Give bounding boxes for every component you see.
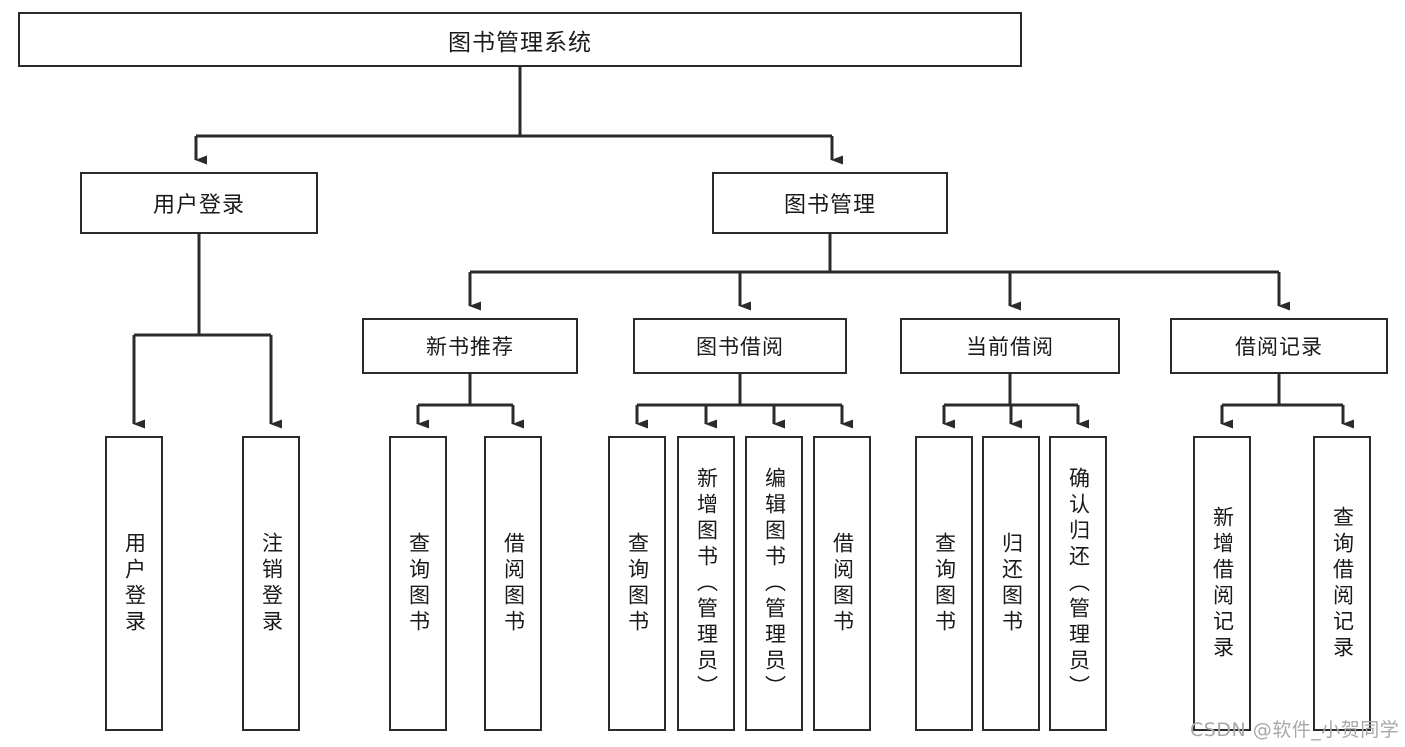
leaf-label: 查询图书 bbox=[406, 531, 431, 636]
node-book-borrow[interactable]: 图书借阅 bbox=[633, 318, 847, 374]
leaf-user-login-logout[interactable]: 注销登录 bbox=[242, 436, 300, 731]
leaf-label: 查询图书 bbox=[932, 531, 957, 636]
leaf-book-borrow-edit[interactable]: 编辑图书（管理员） bbox=[745, 436, 803, 731]
leaf-label: 借阅图书 bbox=[830, 531, 855, 636]
leaf-borrow-record-add[interactable]: 新增借阅记录 bbox=[1193, 436, 1251, 731]
leaf-label: 编辑图书（管理员） bbox=[762, 466, 787, 701]
leaf-label: 查询借阅记录 bbox=[1330, 505, 1355, 662]
leaf-new-book-query[interactable]: 查询图书 bbox=[389, 436, 447, 731]
node-new-book-recommend-label: 新书推荐 bbox=[426, 335, 514, 359]
node-new-book-recommend[interactable]: 新书推荐 bbox=[362, 318, 578, 374]
leaf-current-borrow-return[interactable]: 归还图书 bbox=[982, 436, 1040, 731]
leaf-current-borrow-confirm-return[interactable]: 确认归还（管理员） bbox=[1049, 436, 1107, 731]
leaf-book-borrow-borrow[interactable]: 借阅图书 bbox=[813, 436, 871, 731]
leaf-new-book-borrow[interactable]: 借阅图书 bbox=[484, 436, 542, 731]
node-root-label: 图书管理系统 bbox=[448, 29, 592, 56]
leaf-label: 确认归还（管理员） bbox=[1066, 466, 1091, 701]
leaf-label: 新增图书（管理员） bbox=[694, 466, 719, 701]
node-current-borrow-label: 当前借阅 bbox=[966, 335, 1054, 359]
leaf-label: 用户登录 bbox=[122, 531, 147, 636]
node-book-manage-label: 图书管理 bbox=[783, 193, 876, 218]
leaf-label: 归还图书 bbox=[999, 531, 1024, 636]
node-book-manage[interactable]: 图书管理 bbox=[712, 172, 948, 234]
leaf-book-borrow-add[interactable]: 新增图书（管理员） bbox=[677, 436, 735, 731]
leaf-current-borrow-query[interactable]: 查询图书 bbox=[915, 436, 973, 731]
node-current-borrow[interactable]: 当前借阅 bbox=[900, 318, 1120, 374]
leaf-label: 注销登录 bbox=[259, 531, 284, 636]
node-root[interactable]: 图书管理系统 bbox=[18, 12, 1022, 67]
node-user-login-label: 用户登录 bbox=[152, 193, 245, 218]
leaf-label: 新增借阅记录 bbox=[1210, 505, 1235, 662]
csdn-watermark: CSDN @软件_小贺同学 bbox=[1190, 719, 1400, 741]
node-borrow-record-label: 借阅记录 bbox=[1235, 335, 1323, 359]
leaf-label: 借阅图书 bbox=[501, 531, 526, 636]
node-borrow-record[interactable]: 借阅记录 bbox=[1170, 318, 1388, 374]
leaf-book-borrow-query[interactable]: 查询图书 bbox=[608, 436, 666, 731]
leaf-borrow-record-query[interactable]: 查询借阅记录 bbox=[1313, 436, 1371, 731]
leaf-label: 查询图书 bbox=[625, 531, 650, 636]
node-user-login[interactable]: 用户登录 bbox=[80, 172, 318, 234]
node-book-borrow-label: 图书借阅 bbox=[696, 335, 784, 359]
leaf-user-login-login[interactable]: 用户登录 bbox=[105, 436, 163, 731]
